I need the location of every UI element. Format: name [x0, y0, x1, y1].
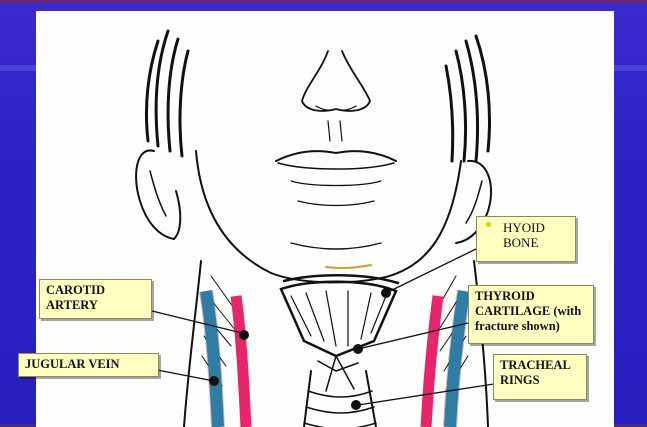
carotid-artery-label: CAROTID ARTERY: [39, 279, 152, 319]
hyoid-bone-label: HYOID BONE: [476, 216, 576, 262]
slide-band-left: [0, 65, 36, 71]
bullet-icon: [486, 222, 491, 227]
tracheal-rings-text: TRACHEAL RINGS: [500, 358, 570, 387]
tracheal-rings-label: TRACHEAL RINGS: [493, 354, 587, 400]
jugular-vein-text: JUGULAR VEIN: [25, 357, 120, 371]
slide-band-right: [614, 65, 647, 71]
thyroid-cartilage-text: THYROID CARTILAGE (with fracture shown): [475, 289, 581, 333]
jugular-vein-label: JUGULAR VEIN: [18, 353, 159, 377]
carotid-artery-text: CAROTID ARTERY: [46, 283, 105, 312]
hyoid-bone-text: HYOID BONE: [503, 220, 545, 250]
thyroid-cartilage-label: THYROID CARTILAGE (with fracture shown): [468, 285, 594, 344]
